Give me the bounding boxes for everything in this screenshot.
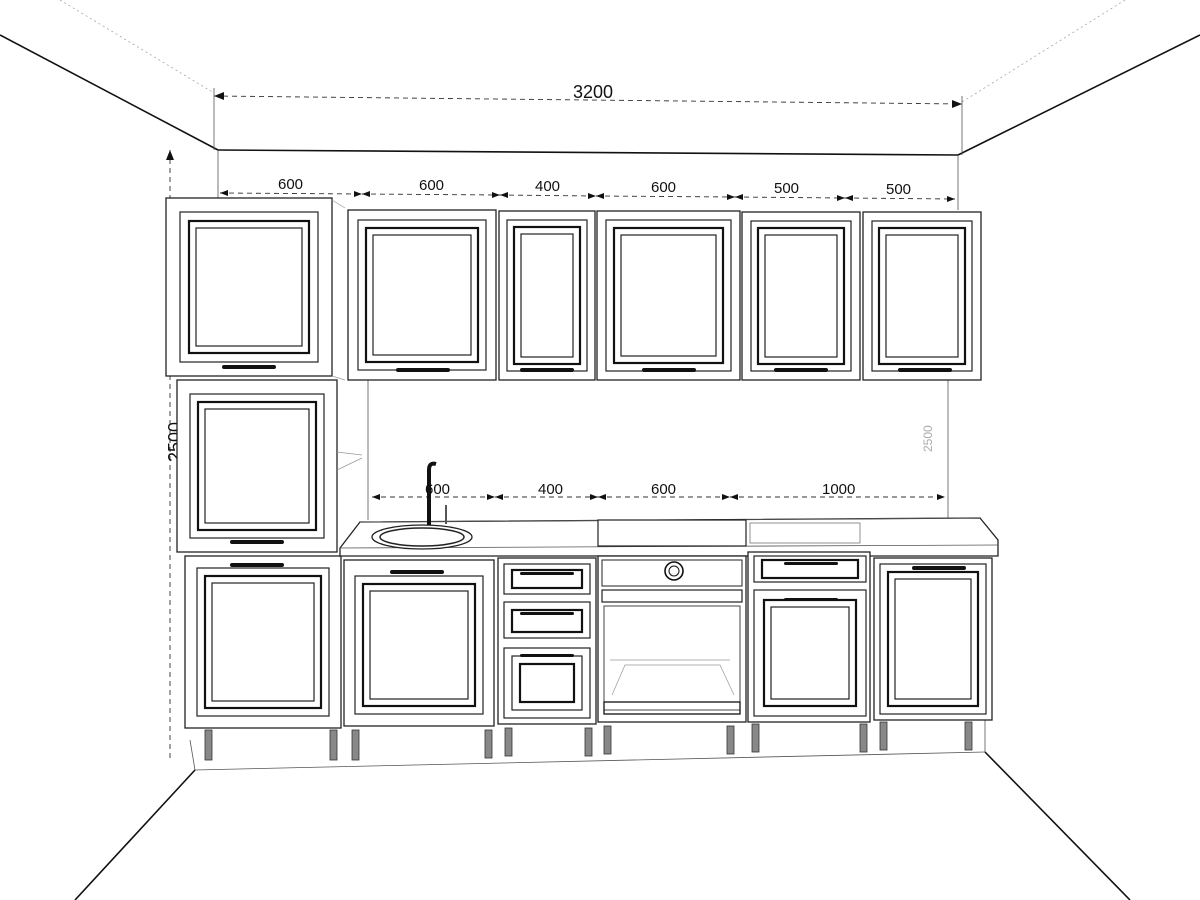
dimension-total-width: 3200 [213,82,963,155]
wall-cab-5-width: 500 [774,180,799,197]
wall-cab-6-width: 500 [886,181,911,198]
wall-cab-1-width: 600 [278,176,303,193]
countertop [339,461,999,557]
dimension-base-cabinets: 600 400 600 1000 [372,481,945,500]
sink-icon [371,524,473,550]
cooktop [597,519,747,547]
wall-cab-2-width: 600 [419,177,444,194]
base-cab-2-width: 400 [538,481,563,498]
base-cabinet-row [343,551,993,727]
base-cab-4-width: 1000 [822,481,855,498]
ghost-height-right: 2500 [921,425,935,452]
wall-cab-4-width: 600 [651,179,676,196]
cabinet-legs [204,721,973,761]
oven-knob-icon [664,561,684,581]
dimension-wall-cabinets: 600 600 400 600 500 500 [219,176,956,202]
total-width-label: 3200 [573,82,613,102]
wall-cab-3-width: 400 [535,178,560,195]
base-cab-1-width: 600 [425,481,450,498]
tall-cabinet-column [165,197,363,729]
wall-cabinet-row [347,209,982,381]
faucet-icon [427,461,437,525]
base-cab-3-width: 600 [651,481,676,498]
